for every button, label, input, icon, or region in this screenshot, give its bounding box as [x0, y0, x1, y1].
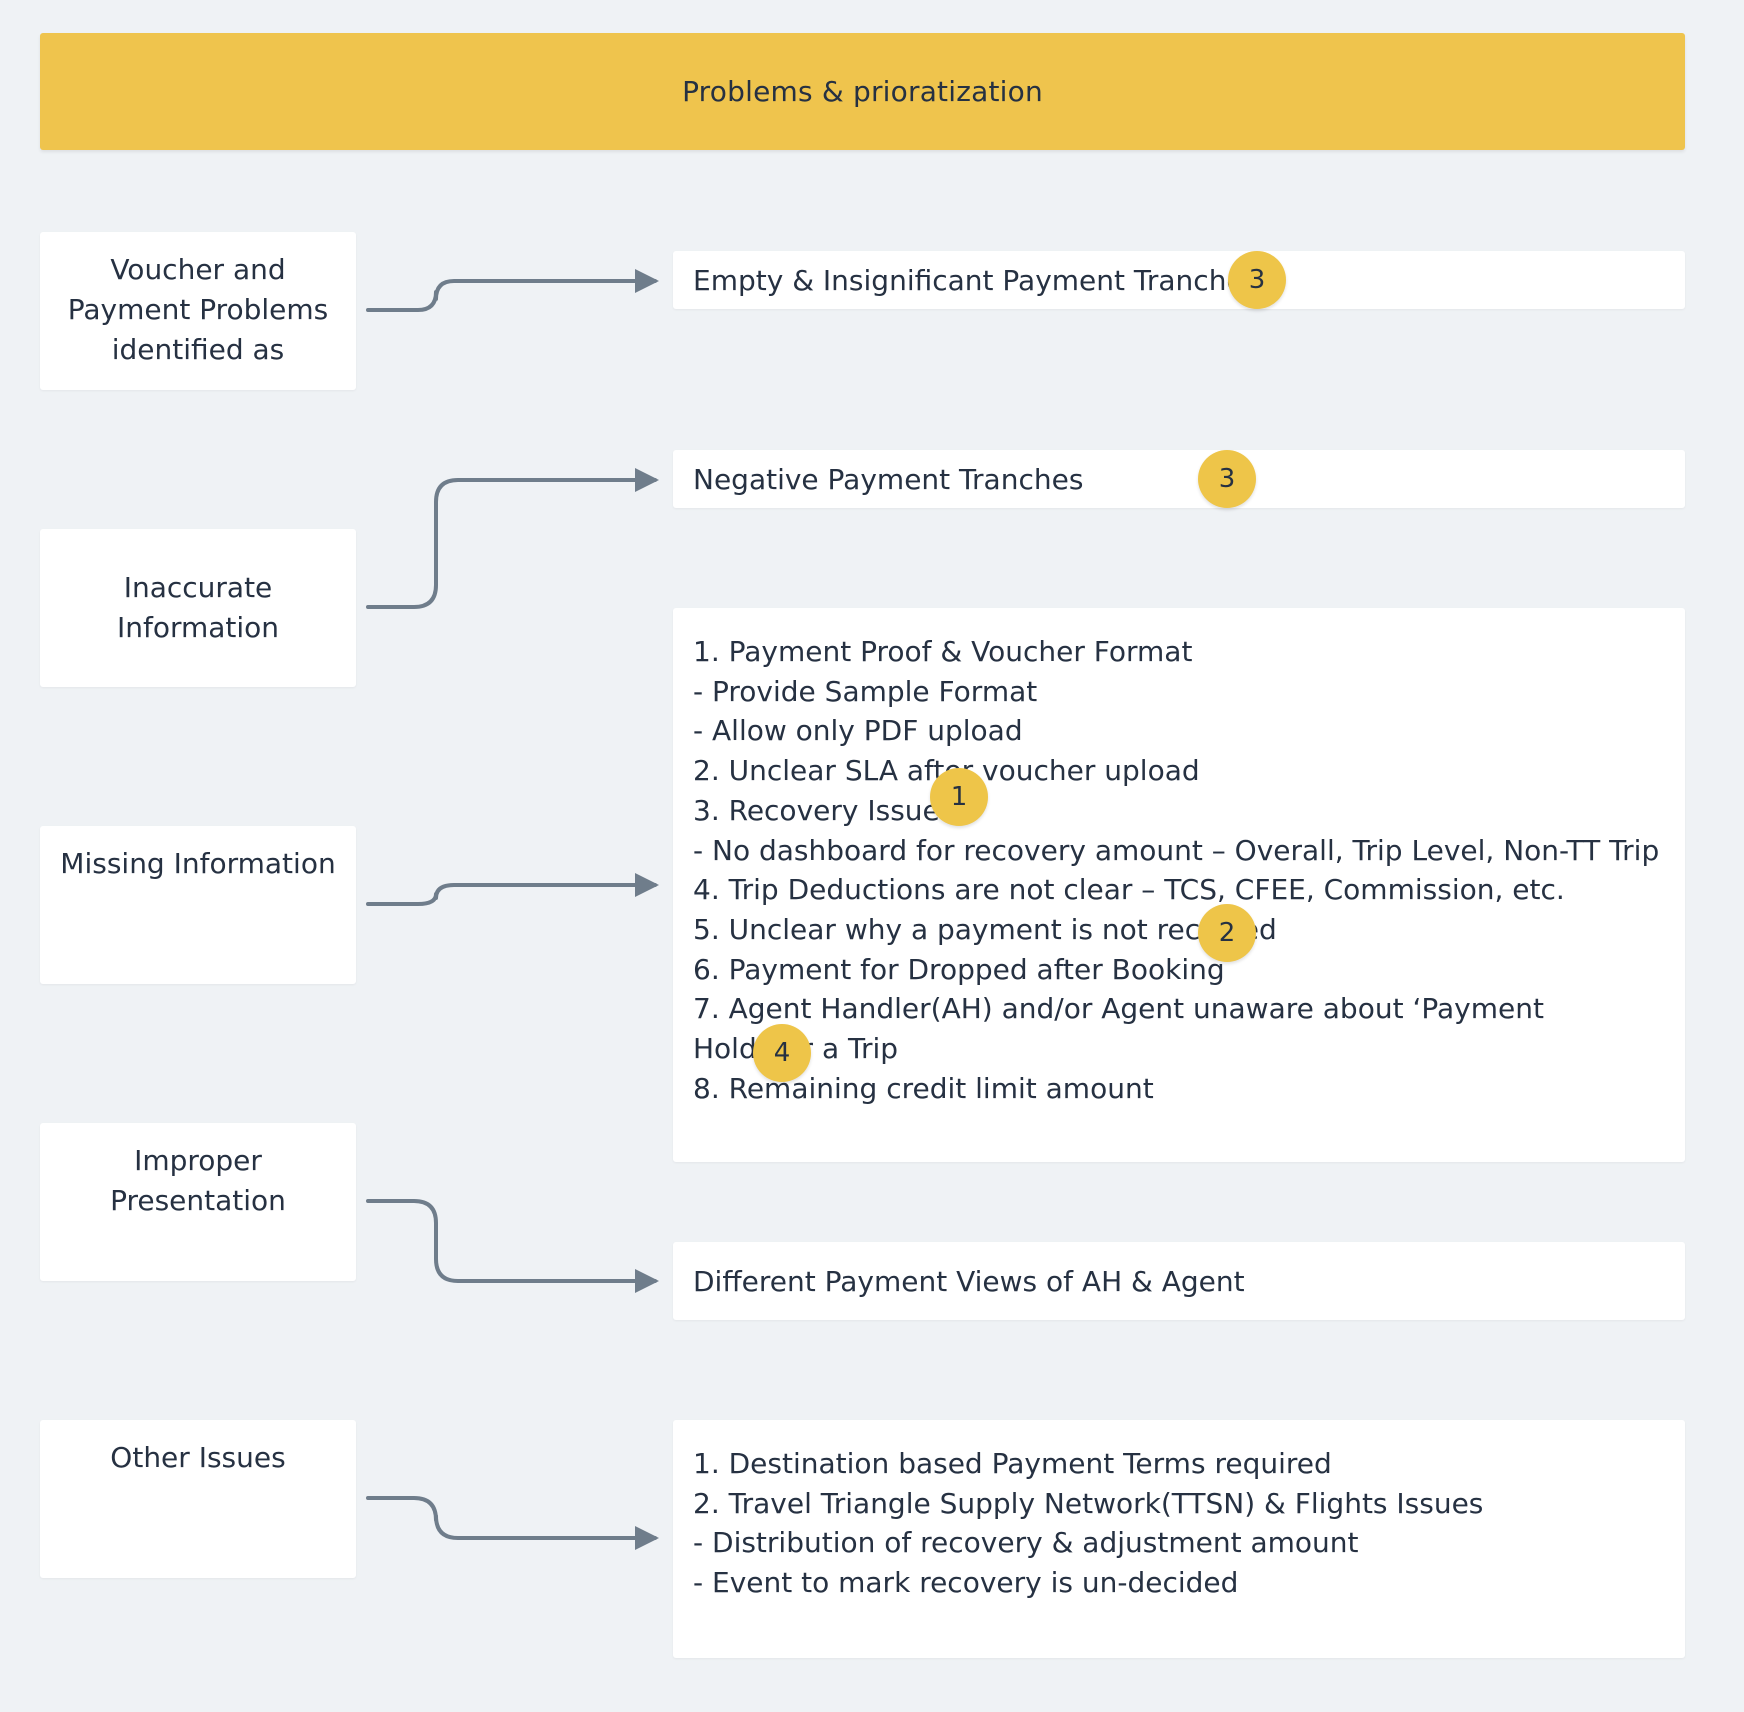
priority-badge: 2 — [1198, 904, 1256, 962]
connector-arrow — [366, 269, 659, 312]
list-item: - Allow only PDF upload — [693, 714, 1023, 748]
list-item: - No dashboard for recovery amount – Ove… — [693, 833, 1660, 867]
category-inaccurate-information: Inaccurate Information — [40, 529, 356, 687]
list-item: - Distribution of recovery & adjustment … — [693, 1526, 1359, 1560]
connector-arrow — [366, 1199, 659, 1293]
list-item: 3. Recovery Issues — [693, 793, 955, 827]
diagram-title: Problems & prioratization — [40, 33, 1685, 150]
problem-missing-information-list: 1. Payment Proof & Voucher Format - Prov… — [673, 608, 1685, 1162]
list-item: 4. Trip Deductions are not clear – TCS, … — [693, 873, 1565, 907]
problem-negative-tranches: Negative Payment Tranches — [673, 450, 1685, 508]
category-other-issues: Other Issues — [40, 1420, 356, 1578]
list-item: 5. Unclear why a payment is not received — [693, 912, 1277, 946]
problem-payment-views: Different Payment Views of AH & Agent — [673, 1242, 1685, 1320]
list-item: - Event to mark recovery is un-decided — [693, 1566, 1239, 1600]
list-item: 1. Destination based Payment Terms requi… — [693, 1447, 1332, 1480]
priority-badge: 3 — [1228, 251, 1286, 309]
problem-other-issues-list: 1. Destination based Payment Terms requi… — [673, 1420, 1685, 1658]
problem-text: Negative Payment Tranches — [693, 462, 1084, 496]
category-voucher-payment-problems: Voucher and Payment Problems identified … — [40, 232, 356, 390]
priority-badge: 3 — [1198, 450, 1256, 508]
problem-text: Empty & Insignificant Payment Tranches — [693, 263, 1259, 297]
problem-empty-tranches: Empty & Insignificant Payment Tranches — [673, 251, 1685, 309]
list-item: 1. Payment Proof & Voucher Format — [693, 635, 1193, 668]
list-item: 6. Payment for Dropped after Booking — [693, 952, 1225, 986]
connector-arrow — [366, 1496, 659, 1550]
problem-text: Different Payment Views of AH & Agent — [693, 1264, 1245, 1298]
category-label: Missing Information — [60, 847, 336, 880]
category-label: Improper Presentation — [110, 1144, 286, 1217]
connector-arrow — [366, 468, 659, 609]
category-missing-information: Missing Information — [40, 826, 356, 984]
connector-arrow — [366, 873, 659, 906]
category-label: Voucher and Payment Problems identified … — [67, 253, 329, 366]
priority-badge: 1 — [930, 768, 988, 826]
category-label: Inaccurate Information — [116, 571, 280, 644]
category-improper-presentation: Improper Presentation — [40, 1123, 356, 1281]
category-label: Other Issues — [110, 1441, 286, 1474]
list-item: 2. Travel Triangle Supply Network(TTSN) … — [693, 1486, 1484, 1520]
priority-badge: 4 — [753, 1024, 811, 1082]
list-item: - Provide Sample Format — [693, 674, 1038, 708]
diagram-title-text: Problems & prioratization — [682, 75, 1043, 108]
